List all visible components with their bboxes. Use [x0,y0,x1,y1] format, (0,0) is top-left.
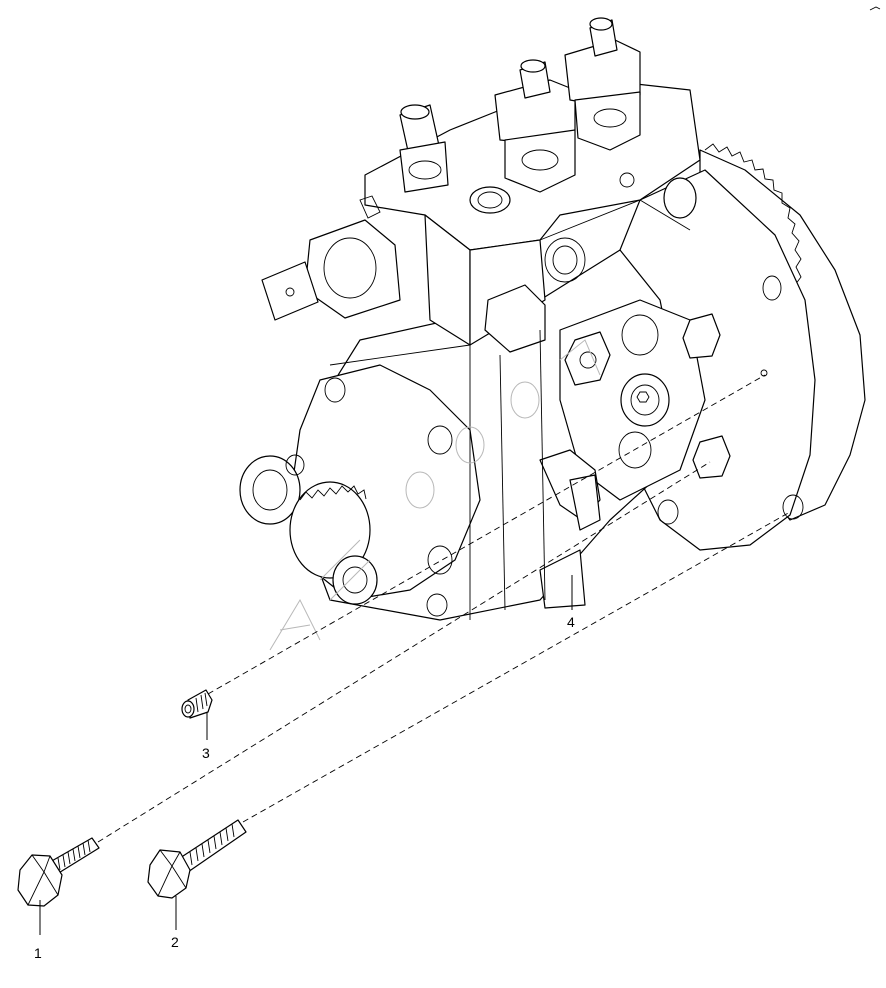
callout-1: 1 [34,945,42,961]
callout-2: 2 [171,934,179,950]
corner-mark [869,6,881,11]
outlet-fitting [564,17,641,151]
callout-4: 4 [567,614,575,630]
fuel-injection-pump [239,17,816,621]
gear-pump [239,364,481,617]
pressure-control-valve [399,104,511,214]
callout-3: 3 [202,745,210,761]
watermark [269,339,601,651]
hex-bolt [17,837,100,907]
outlet-fitting [494,59,576,193]
metering-unit [261,195,401,321]
socket-set-screw [181,689,213,719]
hex-bolt [147,819,247,899]
